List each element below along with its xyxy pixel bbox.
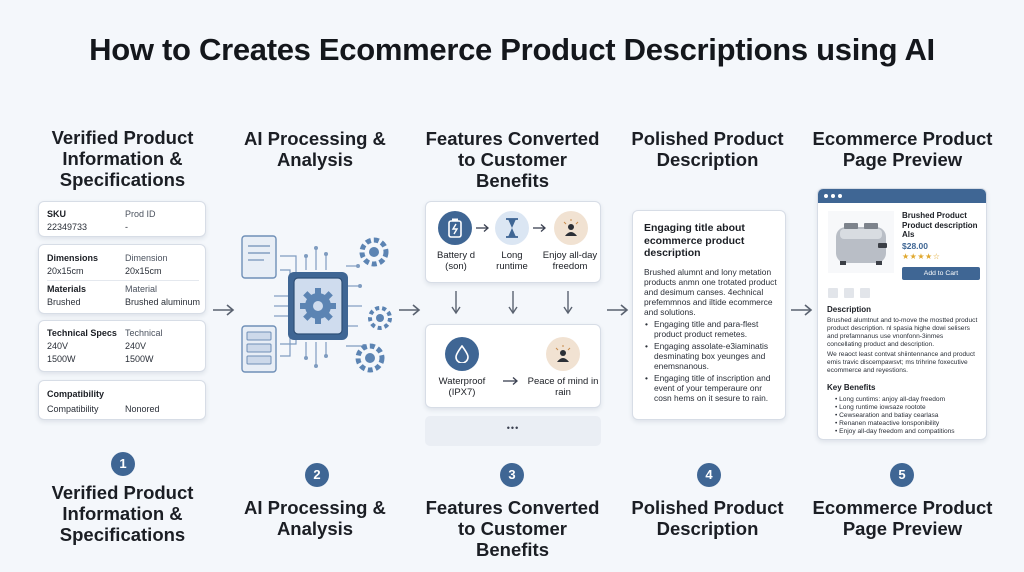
description-card: Engaging title about ecommerce product d… xyxy=(632,210,786,420)
window-dot xyxy=(824,194,828,198)
dim-label: Dimensions xyxy=(47,253,99,263)
window-dot xyxy=(838,194,842,198)
browser-bar xyxy=(818,189,986,203)
more-features-placeholder: ••• xyxy=(425,416,601,446)
star-rating: ★★★★☆ xyxy=(902,252,941,261)
col2-top-title: AI Processing & Analysis xyxy=(244,128,386,170)
mat-value: Brushed xyxy=(47,297,81,307)
watt-value-2: 1500W xyxy=(125,354,154,364)
col5-top-title: Ecommerce Product Page Preview xyxy=(812,128,993,170)
compat-label: Compatibility xyxy=(47,404,99,414)
peace-label: Peace of mind in rain xyxy=(527,376,599,398)
col4-top-title: Polished Product Description xyxy=(631,128,784,170)
description-bullet: Engaging assolate-e3iaminatis desminatin… xyxy=(645,341,780,371)
step-badge-5: 5 xyxy=(890,463,914,487)
battery-label: Battery d (son) xyxy=(436,250,476,272)
dim-label-2: Dimension xyxy=(125,253,168,263)
benefit-item: • Long cuntims: anjoy all-day freedom xyxy=(835,396,946,403)
description-heading: Description xyxy=(827,305,872,314)
ai-processor-icon xyxy=(241,235,392,373)
arrow-right-icon xyxy=(476,224,489,232)
arrow-down-icon xyxy=(563,291,573,315)
preview-description-body: Brushed alumtnut and to-move the mostted… xyxy=(827,317,978,348)
col5-bottom-label: Ecommerce Product Page Preview xyxy=(812,497,993,539)
volt-value: 240V xyxy=(47,341,69,351)
volt-value-2: 240V xyxy=(125,341,147,351)
arrow-right-icon xyxy=(503,377,518,385)
spec-divider xyxy=(47,280,199,281)
product-price: $28.00 xyxy=(902,241,928,251)
thumbnail[interactable] xyxy=(860,288,870,298)
battery-icon xyxy=(438,211,472,245)
water-drop-icon xyxy=(445,337,479,371)
step-badge-3: 3 xyxy=(500,463,524,487)
col4-bottom-label: Polished Product Description xyxy=(631,497,784,539)
step-badge-2: 2 xyxy=(305,463,329,487)
window-dot xyxy=(831,194,835,198)
arrow-right-icon xyxy=(533,224,546,232)
toaster-image xyxy=(828,211,894,273)
col3-bottom-label: Features Converted to Customer Benefits xyxy=(425,497,600,560)
benefit-item: • Renanen mateactive lonsponibility xyxy=(835,420,940,427)
dim-value: 20x15cm xyxy=(47,266,84,276)
product-title: Brushed Product Product description Als xyxy=(902,211,978,239)
feature-card-waterproof: Waterproof (IPX7) Peace of mind in rain xyxy=(425,324,601,408)
tech-label: Technical Specs xyxy=(47,328,117,338)
arrow-down-icon xyxy=(508,291,518,315)
spec-card-dimensions: Dimensions 20x15cm Dimension 20x15cm Mat… xyxy=(38,244,206,314)
mat-value-2: Brushed aluminum xyxy=(125,297,201,307)
sku-label: SKU xyxy=(47,209,67,219)
description-body: Brushed alumnt and lony metation product… xyxy=(644,267,777,317)
col1-bottom-label: Verified Product Information & Specifica… xyxy=(51,482,194,545)
mat-label-2: Material xyxy=(125,284,158,294)
description-title: Engaging title about ecommerce product d… xyxy=(644,222,745,259)
runtime-label: Long runtime xyxy=(496,250,528,272)
dim-value-2: 20x15cm xyxy=(125,266,162,276)
thumbnail[interactable] xyxy=(844,288,854,298)
add-to-cart-button[interactable]: Add to Cart xyxy=(902,267,980,280)
step-badge-1: 1 xyxy=(111,452,135,476)
spec-card-sku: SKU 22349733 Prod ID - xyxy=(38,201,206,237)
freedom-label: Enjoy all-day freedom xyxy=(542,250,598,272)
description-bullet: Engaging title of inscription and event … xyxy=(645,373,780,403)
arrow-down-icon xyxy=(451,291,461,315)
key-benefits-heading: Key Benefits xyxy=(827,383,876,392)
feature-card-battery: Battery d (son) Long runtime Enjoy all-d… xyxy=(425,201,601,283)
arrow-right-icon xyxy=(213,304,235,316)
watt-value: 1500W xyxy=(47,354,76,364)
preview-description-body: We reaoct least contvat shiintennance an… xyxy=(827,351,975,374)
more-dots: ••• xyxy=(506,423,520,433)
arrow-right-icon xyxy=(791,304,813,316)
compat-value: Nonored xyxy=(125,404,160,414)
arrow-right-icon xyxy=(607,304,629,316)
benefit-item: • Long runtime iowsaze rootote xyxy=(835,404,926,411)
thumbnail[interactable] xyxy=(828,288,838,298)
step-badge-4: 4 xyxy=(697,463,721,487)
spec-card-technical: Technical Specs 240V 1500W Technical 240… xyxy=(38,320,206,372)
hourglass-icon xyxy=(495,211,529,245)
compat-title: Compatibility xyxy=(47,389,105,399)
mat-label: Materials xyxy=(47,284,87,294)
prod-id-label: Prod ID xyxy=(125,209,156,219)
tech-label-2: Technical xyxy=(125,328,163,338)
col3-top-title: Features Converted to Customer Benefits xyxy=(425,128,600,191)
col1-top-title: Verified Product Information & Specifica… xyxy=(51,127,194,190)
spec-card-compatibility: Compatibility Compatibility Nonored xyxy=(38,380,206,420)
benefit-item: • Cewsearation and batiay cearlasa xyxy=(835,412,939,419)
col2-bottom-label: AI Processing & Analysis xyxy=(244,497,386,539)
waterproof-label: Waterproof (IPX7) xyxy=(438,376,486,398)
description-bullet: Engaging title and para-flest product pr… xyxy=(645,319,780,339)
product-page-preview: Brushed Product Product description Als … xyxy=(817,188,987,440)
prod-id-value: - xyxy=(125,222,128,232)
arrow-right-icon xyxy=(399,304,421,316)
sku-value: 22349733 xyxy=(47,222,88,232)
person-relaxing-icon xyxy=(554,211,588,245)
page-title: How to Creates Ecommerce Product Descrip… xyxy=(89,32,935,67)
person-relaxing-icon xyxy=(546,337,580,371)
benefit-item: • Enjoy all-day freedom and compatitions xyxy=(835,428,955,435)
